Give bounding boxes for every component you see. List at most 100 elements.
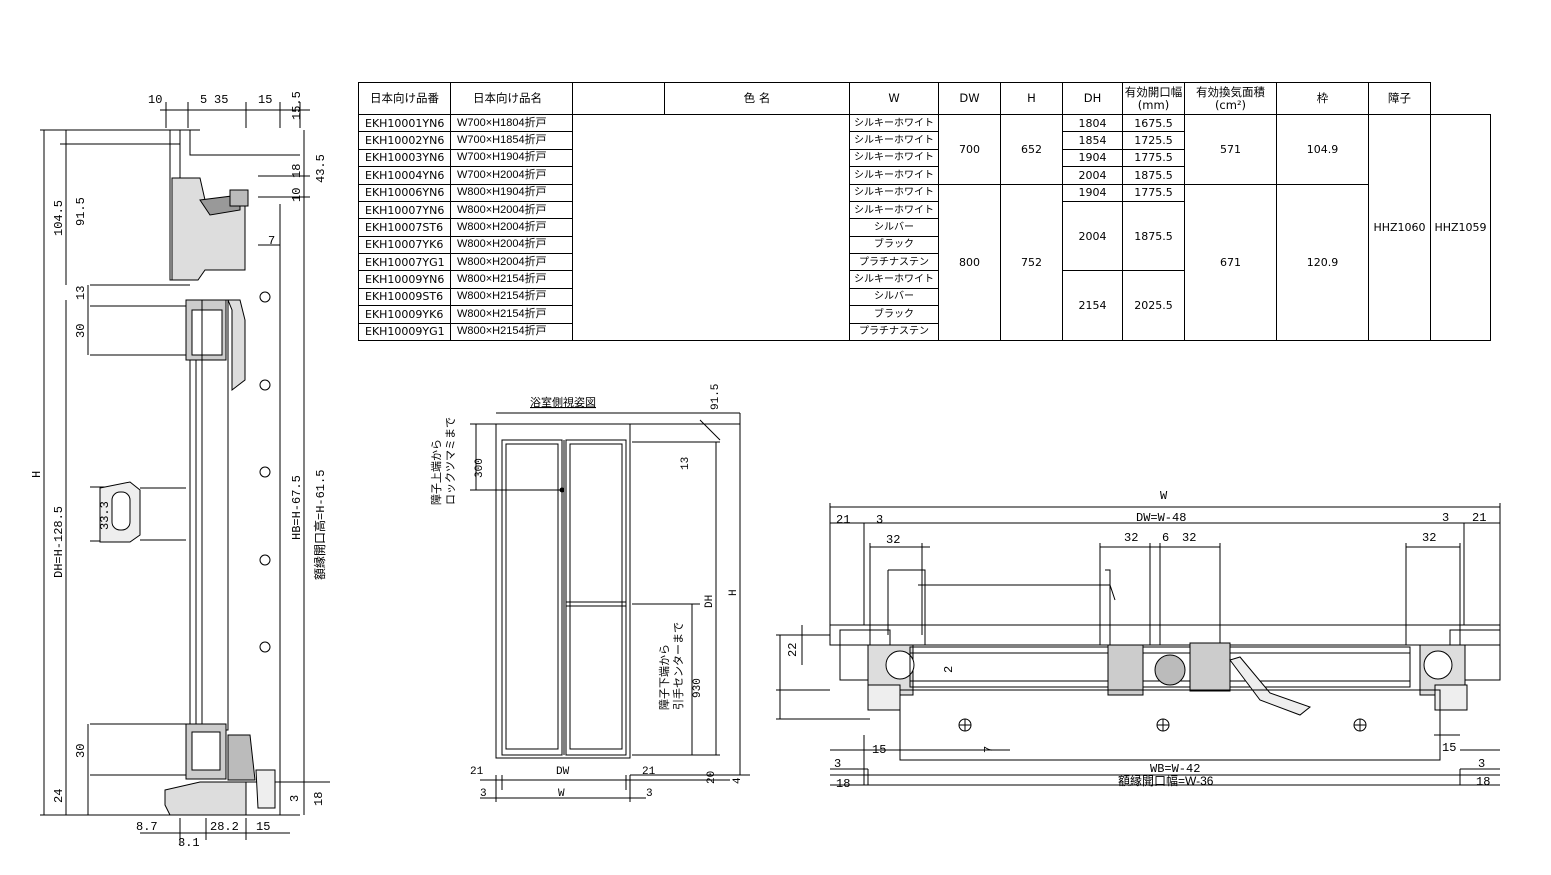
cell-code: EKH10004YN6 <box>358 166 451 185</box>
dim-3-1: 3.1 <box>178 836 200 850</box>
cell-name: W700×H1804折戸 <box>450 113 573 133</box>
dim-30-top: 30 <box>74 324 88 338</box>
cell-name: W800×H2154折戸 <box>450 322 573 341</box>
dim-32-b: 32 <box>1124 531 1138 545</box>
dim-7-plan: 7 <box>982 746 996 753</box>
dim-91-5: 91.5 <box>74 197 88 226</box>
cell-frame-code: HHZ1060 <box>1368 114 1431 341</box>
dim-18-left-plan: 18 <box>836 777 850 791</box>
dim-35: 35 <box>214 93 228 107</box>
dim-50: 50 <box>770 667 774 681</box>
header-dw: DW <box>938 82 1001 115</box>
cell-vent-area-120: 120.9 <box>1276 183 1369 341</box>
header-w: W <box>849 82 939 115</box>
cell-name: W700×H1854折戸 <box>450 131 573 150</box>
cell-h: 1904 <box>1062 148 1123 168</box>
dim-3-right-elev: 3 <box>646 788 653 800</box>
table-row: EKH10007ST6 W800×H2004折戸 シルバー <box>358 218 1491 237</box>
cell-dw-752: 752 <box>1000 183 1063 341</box>
open-width-label: 有効開口幅 <box>1124 84 1183 99</box>
dim-w-plan: W <box>1160 489 1168 503</box>
dim-104-5: 104.5 <box>52 200 66 236</box>
cell-code: EKH10003YN6 <box>358 148 451 168</box>
cell-color: シルキーホワイト <box>849 270 939 289</box>
cell-vent-area-104: 104.9 <box>1276 114 1369 185</box>
cell-name: W800×H2154折戸 <box>450 287 573 307</box>
dim-dh-formula: DH=H-128.5 <box>52 506 66 578</box>
dim-wb-formula: WB=W-42 <box>1150 762 1200 776</box>
dim-13-elev: 13 <box>680 457 692 470</box>
cell-code: EKH10009YG1 <box>358 322 451 341</box>
dim-h: H <box>30 471 44 478</box>
table-row: EKH10009ST6 W800×H2154折戸 シルバー <box>358 287 1491 307</box>
plan-section-drawing: W DW=W-48 21 3 3 21 32 32 6 32 32 22 50 … <box>770 489 1501 791</box>
table-row: EKH10007YG1 W800×H2004折戸 プラチナステン <box>358 252 1491 272</box>
dim-10-right: 10 <box>290 188 304 202</box>
dim-21-right: 21 <box>642 766 656 778</box>
cell-w-800: 800 <box>938 183 1001 341</box>
cell-w-700: 700 <box>938 114 1001 185</box>
cell-dh: 1725.5 <box>1122 131 1185 150</box>
elevation-title: 浴室側視姿図 <box>530 395 596 409</box>
cell-dh-1875: 1875.5 <box>1122 200 1185 272</box>
cell-color: シルバー <box>849 287 939 307</box>
cell-dh: 1775.5 <box>1122 148 1185 168</box>
cell-code: EKH10002YN6 <box>358 131 451 150</box>
dim-300: 300 <box>474 458 486 478</box>
header-vent-area: 有効換気面積 (cm²) <box>1184 82 1277 115</box>
cell-color: シルバー <box>849 218 939 237</box>
cell-code: EKH10009YN6 <box>358 270 451 289</box>
cell-blank <box>572 114 850 341</box>
dim-dw-formula: DW=W-48 <box>1136 511 1186 525</box>
cell-code: EKH10007YN6 <box>358 200 451 220</box>
table-row: EKH10006YN6 W800×H1904折戸 シルキーホワイト 800 75… <box>358 183 1491 341</box>
cell-h: 1904 <box>1062 183 1123 202</box>
table-row: EKH10007YN6 W800×H2004折戸 シルキーホワイト 2004 1… <box>358 200 1491 272</box>
table-row: EKH10001YN6 W700×H1804折戸 シルキーホワイト 700 65… <box>358 113 1491 341</box>
dim-15-right-plan: 15 <box>1442 741 1456 755</box>
cell-color: ブラック <box>849 235 939 255</box>
cell-h: 1804 <box>1062 113 1123 133</box>
cell-code: EKH10007YG1 <box>358 252 451 272</box>
dim-21-right-plan: 21 <box>1472 511 1486 525</box>
dim-32-a: 32 <box>886 533 900 547</box>
table-row: EKH10009YG1 W800×H2154折戸 プラチナステン <box>358 322 1491 341</box>
dim-18-right: 18 <box>312 792 326 806</box>
dim-91-5-elev: 91.5 <box>710 384 722 410</box>
table-row: EKH10009YN6 W800×H2154折戸 シルキーホワイト 2154 2… <box>358 270 1491 341</box>
header-color: 色 名 <box>664 82 850 115</box>
vertical-section-drawing: 10 5 35 15 15.5 43.5 18 10 7 104.5 91.5 … <box>30 91 330 850</box>
dim-43-5: 43.5 <box>314 154 328 183</box>
cell-name: W800×H2004折戸 <box>450 235 573 255</box>
cell-open-width-571: 571 <box>1184 114 1277 185</box>
dim-22: 22 <box>786 643 800 657</box>
cell-name: W800×H2004折戸 <box>450 200 573 220</box>
header-frame: 枠 <box>1276 82 1369 115</box>
cell-name: W800×H2004折戸 <box>450 218 573 237</box>
cell-name: W700×H2004折戸 <box>450 166 573 185</box>
dim-7: 7 <box>268 234 275 248</box>
cell-code: EKH10006YN6 <box>358 183 451 202</box>
dim-13: 13 <box>74 286 88 300</box>
cell-dh: 1875.5 <box>1122 166 1185 185</box>
cell-name: W800×H2004折戸 <box>450 252 573 272</box>
cell-color: シルキーホワイト <box>849 166 939 185</box>
vent-area-label: 有効換気面積 <box>1196 84 1265 99</box>
dim-h-elev: H <box>728 589 740 596</box>
cell-name: W800×H2154折戸 <box>450 270 573 289</box>
cell-color: シルキーホワイト <box>849 148 939 168</box>
cell-color: シルキーホワイト <box>849 183 939 202</box>
dim-6: 6 <box>1162 531 1169 545</box>
vent-area-unit: (cm²) <box>1214 97 1247 112</box>
cell-color: シルキーホワイト <box>849 113 939 133</box>
dim-3-left: 3 <box>480 788 487 800</box>
cell-name: W800×H1904折戸 <box>450 183 573 202</box>
dim-dh-elev: DH <box>704 595 716 608</box>
spec-table: 日本向け品番 日本向け品名 色 名 W DW H DH 有効開口幅 (mm) 有… <box>358 82 1491 341</box>
cell-code: EKH10007YK6 <box>358 235 451 255</box>
dim-hb-formula: HB=H-67.5 <box>290 475 304 540</box>
header-panel: 障子 <box>1368 82 1431 115</box>
cell-h-2004: 2004 <box>1062 200 1123 272</box>
dim-30-bottom: 30 <box>74 744 88 758</box>
dim-18-right-plan: 18 <box>1476 775 1490 789</box>
